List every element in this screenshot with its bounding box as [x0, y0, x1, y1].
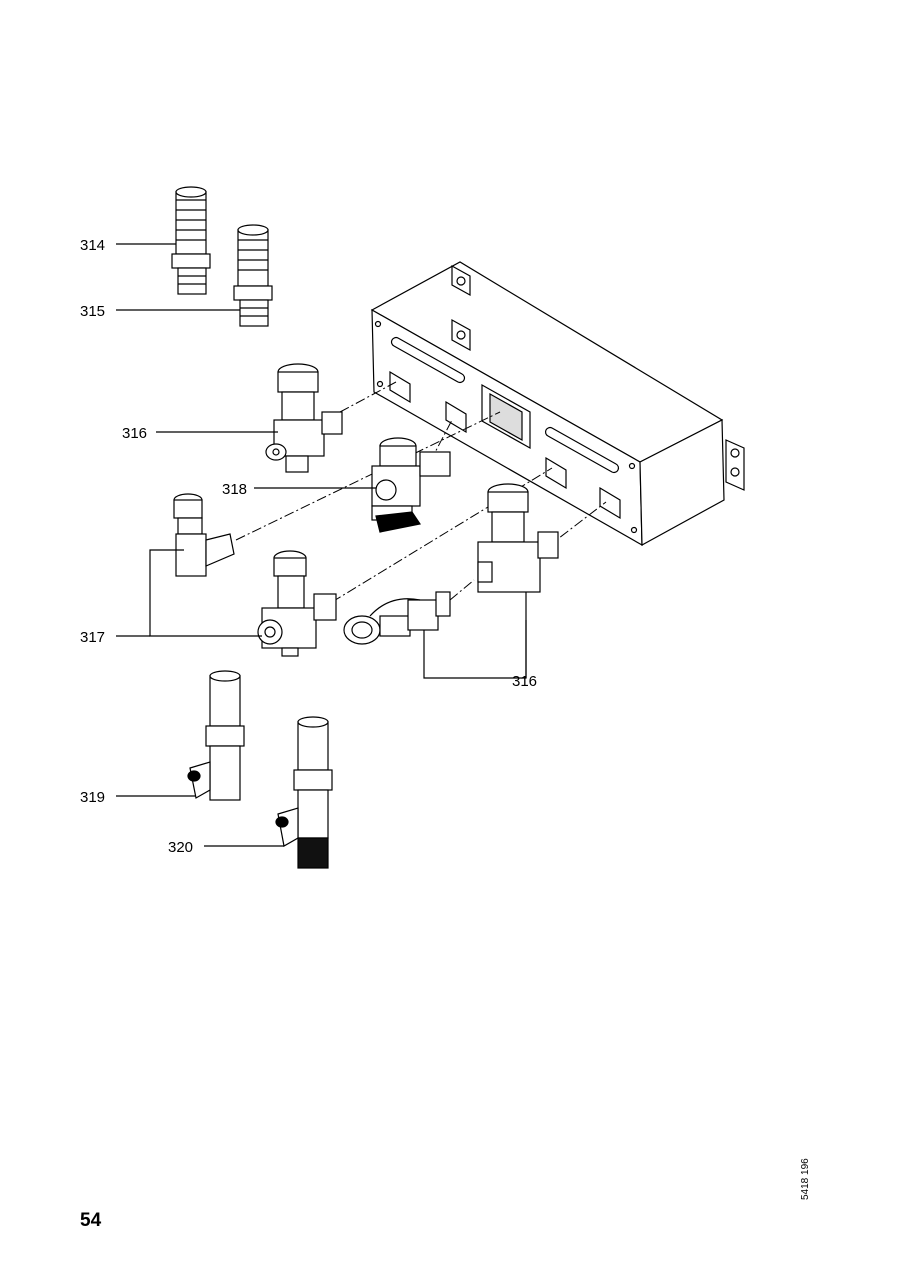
- assembly-lines: [235, 381, 607, 603]
- ball-valve-318: [371, 437, 451, 533]
- ball-valve-316-upper: [265, 363, 343, 473]
- mounting-bracket: [370, 261, 745, 547]
- part-label-319: 319: [80, 789, 105, 806]
- page-number: 54: [80, 1210, 102, 1231]
- drain-valve-with-cap: [343, 591, 451, 645]
- part-label-320: 320: [168, 839, 193, 856]
- part-label-317: 317: [80, 629, 105, 646]
- part-label-314: 314: [80, 237, 105, 254]
- part-label-315: 315: [80, 303, 105, 320]
- angle-valve-320: [275, 716, 333, 869]
- leader-lines: [116, 243, 527, 847]
- part-label-316-upper: 316: [122, 425, 147, 442]
- ball-valve-317-lower: [257, 550, 337, 657]
- document-number: 5418 196: [800, 1158, 811, 1200]
- part-label-318: 318: [222, 481, 247, 498]
- elbow-fitting-317-upper: [173, 493, 235, 577]
- part-label-316-lower: 316: [512, 673, 537, 690]
- threaded-nipple-315: [233, 224, 273, 327]
- ball-valve-316-lower: [477, 483, 559, 593]
- angle-valve-319: [187, 670, 245, 801]
- threaded-nipple-314: [171, 186, 211, 295]
